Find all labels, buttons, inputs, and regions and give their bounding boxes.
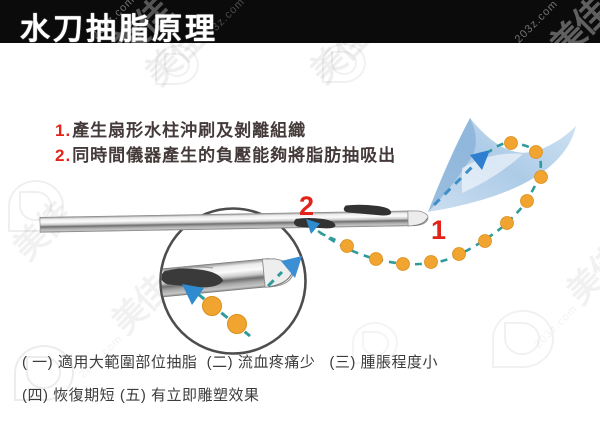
- principle-note-1: 1.產生扇形水柱沖刷及剝離組織: [55, 118, 396, 143]
- benefits-line-2: (四) 恢復期短 (五) 有立即雕塑效果: [22, 387, 260, 404]
- cannula-top-slot: [343, 204, 392, 216]
- note-2-number: 2.: [55, 146, 72, 165]
- fat-dot: [202, 296, 222, 316]
- benefits-list: ( 一) 適用大範圍部位抽脂 (二) 流血疼痛少 (三) 腫脹程度小 (四) 恢…: [22, 352, 438, 407]
- fat-dot: [452, 247, 466, 261]
- note-1-text: 產生扇形水柱沖刷及剝離組織: [72, 121, 307, 140]
- magnified-suction-flow: [182, 284, 251, 338]
- principle-note-2: 2.同時間儀器產生的負壓能夠將脂肪抽吸出: [55, 143, 396, 168]
- suction-arrow-icon: [182, 284, 204, 305]
- water-fan-spray: [428, 118, 576, 212]
- fat-dot: [520, 194, 534, 208]
- fat-dot: [478, 234, 492, 248]
- fat-dot: [529, 145, 543, 159]
- magnified-jet-arrow: [266, 256, 302, 288]
- fat-particle-chain: [317, 136, 548, 271]
- fan-flow-arrow: [432, 150, 490, 207]
- note-2-text: 同時間儀器產生的負壓能夠將脂肪抽吸出: [72, 146, 397, 165]
- magnified-suction-slot: [161, 268, 224, 288]
- fat-dot: [500, 216, 514, 230]
- fat-dot: [340, 239, 354, 253]
- jet-arrow-icon: [281, 256, 302, 278]
- benefits-line-1: ( 一) 適用大範圍部位抽脂 (二) 流血疼痛少 (三) 腫脹程度小: [22, 354, 438, 371]
- fat-dot: [369, 252, 383, 266]
- title-bar: 水刀抽脂原理: [0, 0, 600, 46]
- magnified-cannula: [161, 258, 295, 300]
- label-suction-number: 2: [299, 191, 314, 221]
- principle-notes: 1.產生扇形水柱沖刷及剝離組織 2.同時間儀器產生的負壓能夠將脂肪抽吸出: [55, 118, 396, 168]
- fat-dot: [424, 255, 438, 269]
- fan-arrow-icon: [470, 150, 490, 170]
- note-1-number: 1.: [55, 121, 72, 140]
- fat-dot: [396, 257, 410, 271]
- fat-dot: [504, 136, 518, 150]
- page-title: 水刀抽脂原理: [20, 13, 218, 46]
- fat-dot: [227, 314, 247, 334]
- label-spray-number: 1: [431, 215, 446, 245]
- fat-dot: [534, 170, 548, 184]
- slot-arrow-icon: [306, 219, 320, 234]
